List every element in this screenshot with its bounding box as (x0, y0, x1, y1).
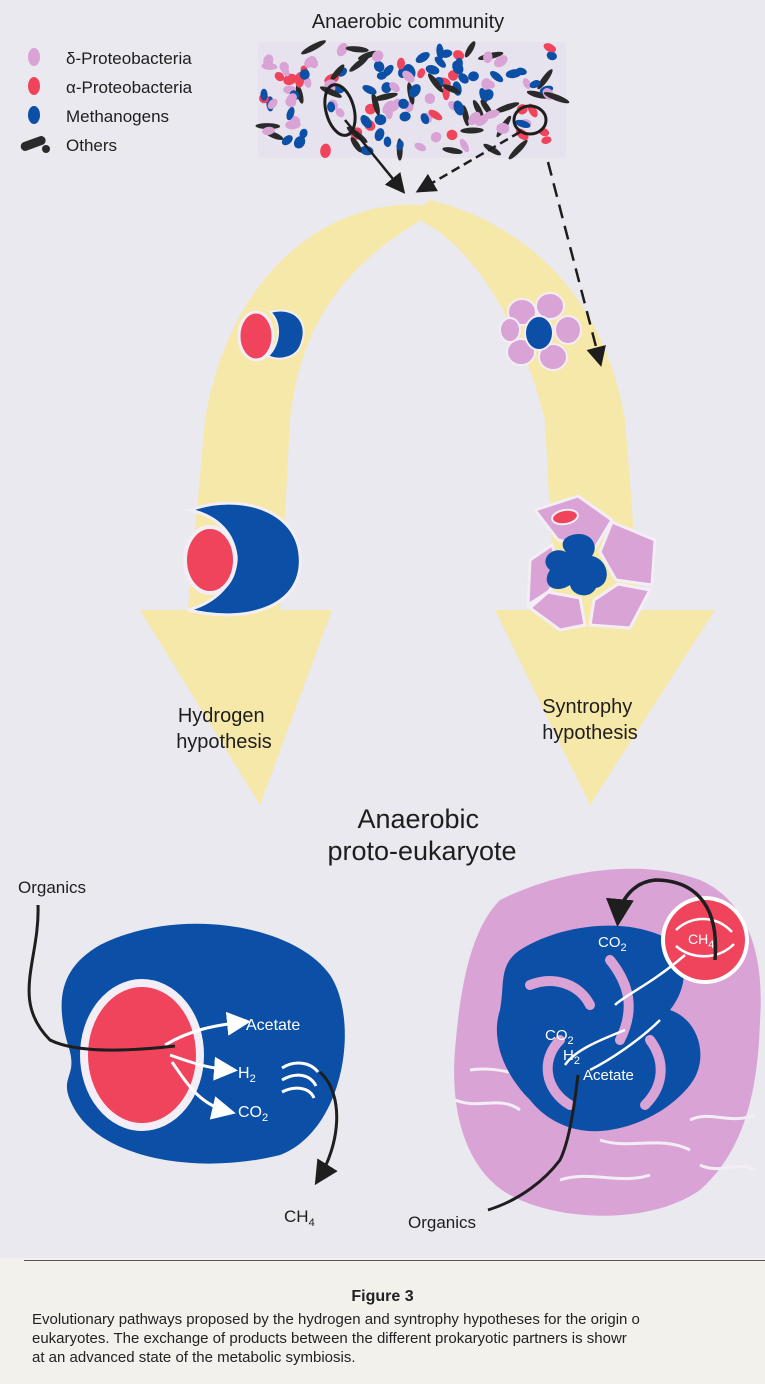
legend: δ-Proteobacteria α-Proteobacteria Methan… (19, 48, 192, 155)
acetate-mid-label: Acetate (583, 1067, 634, 1084)
hydrogen-proto-eukaryote: Acetate H2 CO2 (62, 924, 345, 1164)
diagram-svg: Anaerobic community δ-Proteobacteria α-P… (0, 0, 765, 1258)
red-oval-icon (28, 77, 40, 95)
caption-block: Figure 3 Evolutionary pathways proposed … (0, 1258, 765, 1384)
legend-delta-label: δ-Proteobacteria (66, 49, 192, 68)
ch4-output-label: CH4 (284, 1207, 315, 1229)
caption-line: at an advanced state of the metabolic sy… (32, 1348, 761, 1367)
caption-text: Evolutionary pathways proposed by the hy… (32, 1310, 761, 1367)
dark-rod-icon (19, 135, 50, 153)
caption-line: eukaryotes. The exchange of products bet… (32, 1329, 761, 1348)
community-title: Anaerobic community (312, 11, 504, 33)
figure-title: Figure 3 (0, 1288, 765, 1306)
syntrophy-intermediate-consortium (528, 496, 655, 630)
right-organics-label: Organics (408, 1213, 476, 1232)
blue-oval-icon (28, 106, 40, 124)
legend-methanogen-label: Methanogens (66, 107, 169, 126)
syntrophy-proto-eukaryote: CO2 CO2 H2 Acetate CH4 (454, 869, 761, 1216)
caption-line: Evolutionary pathways proposed by the hy… (32, 1310, 761, 1329)
lilac-oval-icon (28, 48, 40, 66)
legend-alpha-label: α-Proteobacteria (66, 78, 193, 97)
proto-eukaryote-title: Anaerobic proto-eukaryote (327, 804, 516, 866)
acetate-label: Acetate (246, 1017, 300, 1034)
anaerobic-community (255, 38, 570, 161)
organics-input-label: Organics (18, 878, 86, 897)
caption-rule (24, 1260, 765, 1261)
legend-others-label: Others (66, 136, 117, 155)
